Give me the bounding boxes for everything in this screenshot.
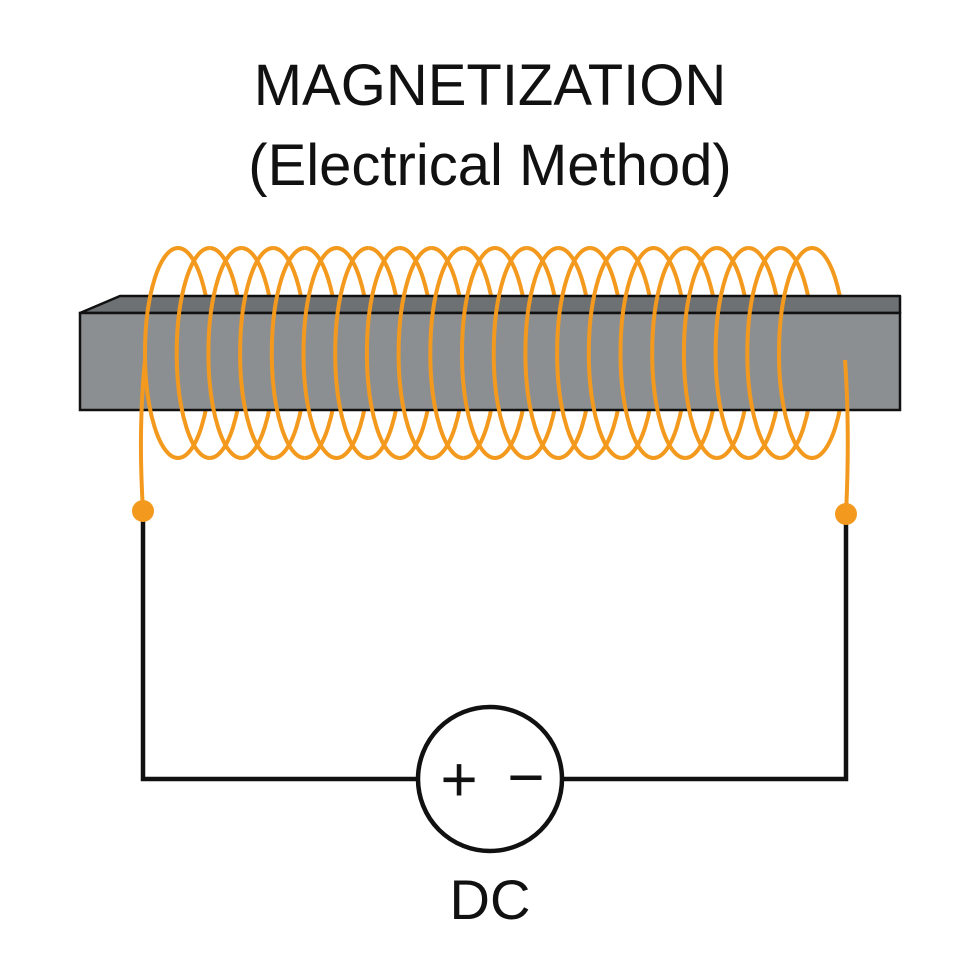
coil-turn-front (745, 246, 781, 460)
dc-source-circle (415, 704, 565, 854)
coil-turn-front (428, 246, 464, 460)
dc-source: + − (415, 704, 565, 854)
coil-turn-front (143, 246, 179, 460)
positive-terminal-sign: + (440, 743, 477, 815)
coil-turn-front (650, 246, 686, 460)
coil-turn-front (555, 246, 591, 460)
coil-turn-front (396, 246, 432, 460)
coil-turn-front (618, 246, 654, 460)
iron-bar-top-face (78, 294, 902, 315)
coil-turn-front (333, 246, 369, 460)
coil-turn-front (681, 246, 718, 460)
diagram-subtitle: (Electrical Method) (248, 133, 731, 198)
terminal-dot-right (835, 503, 857, 525)
iron-bar-front-face (78, 311, 902, 412)
coil-turn-front (364, 246, 401, 460)
coil-turn-front (460, 246, 496, 460)
diagram-title: MAGNETIZATION (254, 53, 727, 118)
dc-source-label: DC (450, 868, 531, 931)
coil-turn-front (269, 246, 305, 460)
coil-front-halves (143, 246, 813, 460)
coil-turn-front (777, 246, 813, 460)
circuit-wire-right (562, 514, 849, 782)
coil-lead-left (138, 359, 147, 511)
circuit-wire-left (140, 511, 418, 782)
coil-turn-front (713, 246, 749, 460)
coil-turn-front (238, 246, 274, 460)
coil-turn-front (174, 246, 210, 460)
iron-bar (78, 294, 902, 412)
terminal-dot-left (132, 500, 154, 522)
coil-turn-front (301, 246, 337, 460)
coil-turn-front (586, 246, 622, 460)
coil-turn-front (206, 246, 242, 460)
coil-turn-front (491, 246, 527, 460)
coil-turn-front (523, 246, 559, 460)
negative-terminal-sign: − (507, 741, 544, 813)
coil-lead-right (843, 359, 850, 515)
